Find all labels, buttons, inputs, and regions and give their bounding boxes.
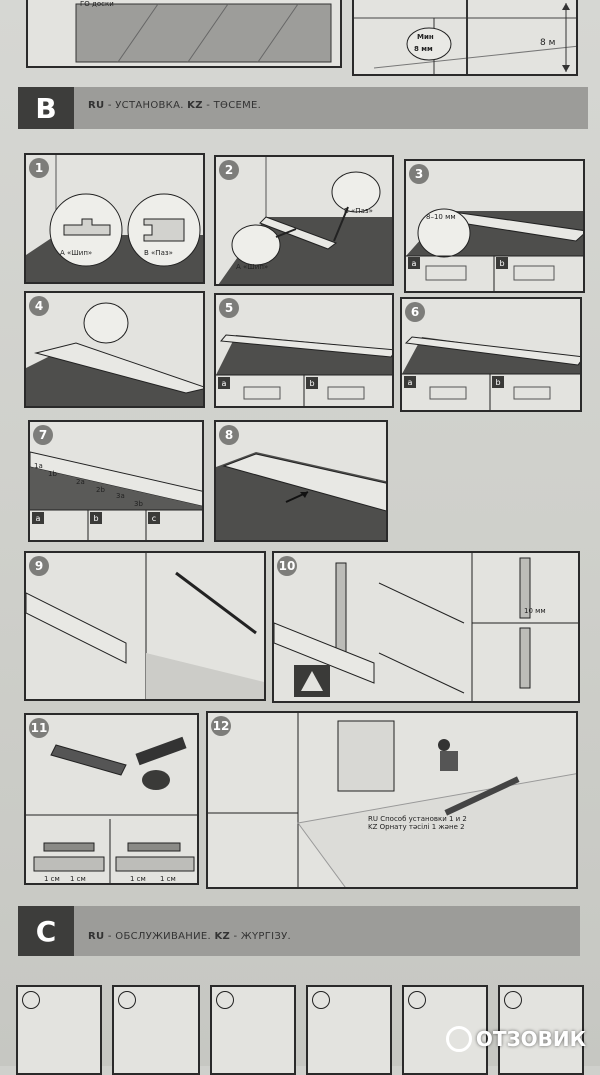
step-1-b-label: B «Паз» — [144, 249, 173, 257]
step-5-sublabel-a: a — [218, 377, 230, 389]
check-icon — [216, 991, 234, 1009]
top-left-panel: ГО доски — [26, 0, 342, 68]
min-value: 8 мм — [414, 45, 433, 53]
step-8-panel: 8 — [214, 420, 388, 542]
step-11-dim-3: 1 см — [130, 875, 146, 883]
step-11-dim-4: 1 см — [160, 875, 176, 883]
step-2-b-label: B «Паз» — [344, 207, 373, 215]
step-2-a-label: A «Шип» — [236, 263, 269, 271]
section-b-letter: B — [18, 87, 74, 129]
step-3-gap: 8–10 мм — [426, 213, 456, 221]
section-b-title: RU - УСТАНОВКА. KZ - ТӨСЕМЕ. — [88, 100, 262, 111]
step-6-sublabel-b: b — [492, 376, 504, 388]
step-6-sublabel-a: a — [404, 376, 416, 388]
check-icon — [312, 991, 330, 1009]
section-b-header: B RU - УСТАНОВКА. KZ - ТӨСЕМЕ. — [18, 87, 588, 129]
step-3-panel: 3 8–10 мм a b — [404, 159, 585, 293]
step-6-panel: 6 a b — [400, 297, 582, 412]
step-7-panel: 7 1a 1b 2a 2b 3a 3b a b c — [28, 420, 204, 542]
step-7-label-1a: 1a — [34, 462, 43, 470]
step-3-sublabel-b: b — [496, 257, 508, 269]
care-panel-1 — [16, 985, 102, 1075]
care-panel-4 — [306, 985, 392, 1075]
step-7-label-1b: 1b — [48, 470, 57, 478]
step-7-sublabel-b: b — [90, 512, 102, 524]
step-12-kz-note: KZ Орнату тәсілі 1 және 2 — [368, 823, 465, 831]
step-12-panel: 12 RU Способ установки 1 и 2 KZ Орнату т… — [206, 711, 578, 889]
step-1-number: 1 — [29, 158, 49, 178]
care-panel-2 — [112, 985, 200, 1075]
step-7-sublabel-a: a — [32, 512, 44, 524]
watermark-logo-icon — [445, 1026, 472, 1052]
step-5-sublabel-b: b — [306, 377, 318, 389]
step-4-panel: 4 — [24, 291, 205, 408]
step-7-sublabel-c: c — [148, 512, 160, 524]
step-7-number: 7 — [33, 425, 53, 445]
care-panel-3 — [210, 985, 296, 1075]
step-7-label-3b: 3b — [134, 500, 143, 508]
check-icon — [118, 991, 136, 1009]
step-3-sublabel-a: a — [408, 257, 420, 269]
watermark-text: ОТЗОВИК — [475, 1027, 586, 1051]
step-7-label-2a: 2a — [76, 478, 85, 486]
care-panel-6 — [498, 985, 584, 1075]
step-1-a-label: A «Шип» — [60, 249, 93, 257]
check-icon — [504, 991, 522, 1009]
step-4-number: 4 — [29, 296, 49, 316]
step-11-panel: 11 1 см 1 см 1 см 1 см — [24, 713, 199, 885]
step-11-number: 11 — [29, 718, 49, 738]
section-c-title: RU - ОБСЛУЖИВАНИЕ. KZ - ЖҮРГІЗУ. — [88, 931, 291, 942]
step-10-gap: 10 мм — [524, 607, 546, 615]
step-11-dim-2: 1 см — [70, 875, 86, 883]
step-12-number: 12 — [211, 716, 231, 736]
step-3-number: 3 — [409, 164, 429, 184]
step-10-panel: 10 10 мм — [272, 551, 580, 703]
step-6-number: 6 — [405, 302, 425, 322]
watermark: ОТЗОВИК — [445, 1026, 586, 1052]
step-11-dim-1: 1 см — [44, 875, 60, 883]
step-2-number: 2 — [219, 160, 239, 180]
step-7-label-3a: 3a — [116, 492, 125, 500]
step-1-panel: 1 A «Шип» B «Паз» — [24, 153, 205, 284]
min-label: Мин — [417, 33, 434, 41]
top-left-label: ГО доски — [80, 0, 114, 8]
step-5-panel: 5 a b — [214, 293, 394, 408]
check-icon — [408, 991, 426, 1009]
check-icon — [22, 991, 40, 1009]
step-9-number: 9 — [29, 556, 49, 576]
step-12-ru-note: RU Способ установки 1 и 2 — [368, 815, 467, 823]
step-9-panel: 9 — [24, 551, 266, 701]
step-2-panel: 2 A «Шип» B «Паз» — [214, 155, 394, 286]
section-c-letter: C — [18, 906, 74, 956]
step-10-number: 10 — [277, 556, 297, 576]
step-8-number: 8 — [219, 425, 239, 445]
care-panel-5 — [402, 985, 488, 1075]
distance-label: 8 м — [540, 38, 556, 48]
section-c-header: C RU - ОБСЛУЖИВАНИЕ. KZ - ЖҮРГІЗУ. — [18, 906, 580, 956]
step-7-label-2b: 2b — [96, 486, 105, 494]
top-right-panel: Мин 8 мм 8 м — [352, 0, 578, 76]
step-5-number: 5 — [219, 298, 239, 318]
